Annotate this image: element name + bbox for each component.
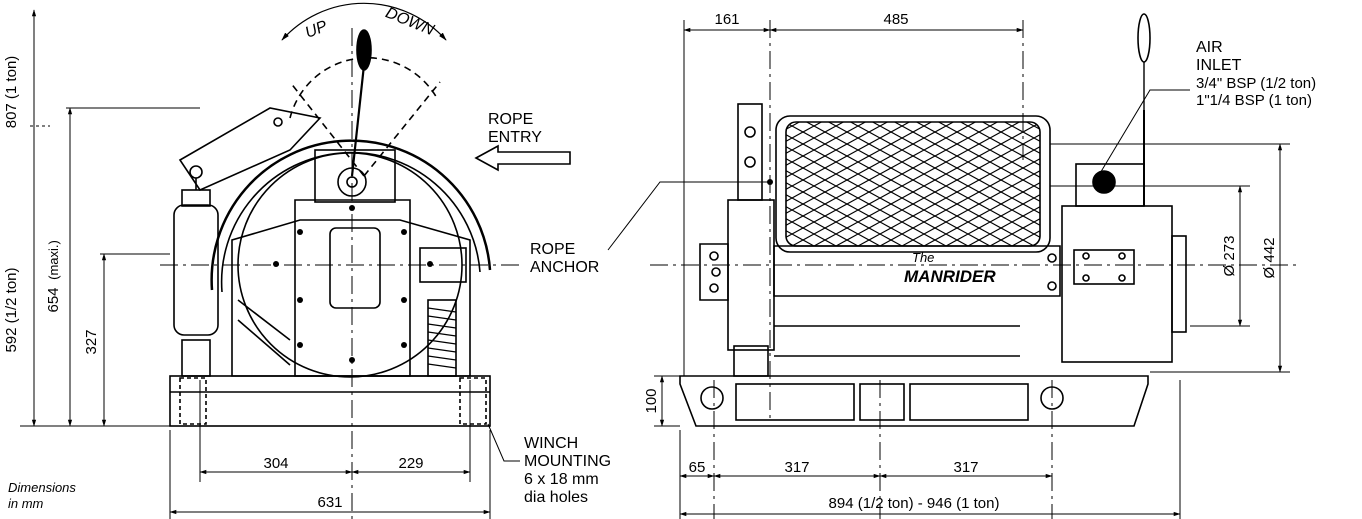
brake-spring <box>427 299 457 377</box>
left-dimension-lines <box>20 9 491 519</box>
dim-317-right: 317 <box>953 459 978 476</box>
end-plate <box>737 103 763 201</box>
dim-592: 592 (1/2 ton) <box>3 267 20 352</box>
dim-327: 327 <box>83 329 100 354</box>
brake-arm <box>178 107 322 192</box>
dim-807: 807 (1 ton) <box>3 56 20 129</box>
right-side-view <box>650 13 1300 519</box>
mounting-hole-left <box>179 377 207 425</box>
base-hole-left <box>700 386 724 410</box>
brake-cylinder <box>173 204 219 336</box>
units-note-line1: Dimensions <box>8 480 76 495</box>
left-dimension-labels: 807 (1 ton) 592 (1/2 ton) 654 (maxi.) 32… <box>3 4 437 511</box>
label-down: DOWN <box>383 4 437 39</box>
rope-entry-arrow <box>474 144 571 172</box>
drum-hoop <box>210 139 492 291</box>
rope-drum-mesh <box>785 121 1041 247</box>
winch-mounting-line4: dia holes <box>524 489 588 506</box>
air-inlet-port <box>1092 170 1116 194</box>
right-base-frame <box>679 375 1149 427</box>
lever-travel-arc <box>289 57 439 119</box>
right-lever-handle <box>1137 13 1151 63</box>
dim-654-group: 654 (maxi.) <box>45 240 62 312</box>
air-inlet-line3: 3/4" BSP (1/2 ton) <box>1196 75 1316 92</box>
callout-rope-entry: ROPE ENTRY <box>474 111 571 172</box>
dim-65: 65 <box>689 459 706 476</box>
callout-winch-mounting: WINCH MOUNTING 6 x 18 mm dia holes <box>487 423 611 506</box>
winch-mounting-line2: MOUNTING <box>524 453 611 470</box>
left-end-view <box>160 2 520 519</box>
brake-cylinder-side <box>727 199 775 351</box>
dim-304: 304 <box>263 455 288 472</box>
rope-entry-line1: ROPE <box>488 111 533 128</box>
dim-631: 631 <box>317 494 342 511</box>
lever-handle <box>356 29 372 71</box>
control-lever <box>350 64 366 177</box>
callout-rope-anchor: ROPE ANCHOR <box>530 179 773 276</box>
air-inlet-line2: INLET <box>1196 57 1242 74</box>
dim-654: 654 <box>45 287 62 312</box>
rope-anchor-leader <box>607 181 770 251</box>
air-inlet-line4: 1"1/4 BSP (1 ton) <box>1196 92 1312 109</box>
dim-654-suffix: (maxi.) <box>46 240 61 280</box>
brand-manrider: MANRIDER <box>904 267 996 286</box>
right-dimension-labels: 161 485 Ø 273 Ø 442 100 65 317 317 894 (… <box>643 11 1316 512</box>
dim-d273: Ø 273 <box>1221 236 1238 277</box>
air-inlet-line1: AIR <box>1196 39 1223 56</box>
motor-block <box>294 199 411 377</box>
dim-485: 485 <box>883 11 908 28</box>
dim-161: 161 <box>714 11 739 28</box>
dim-317-left: 317 <box>784 459 809 476</box>
motor-window <box>329 227 381 309</box>
winch-mounting-line1: WINCH <box>524 435 578 452</box>
dim-229: 229 <box>398 455 423 472</box>
air-inlet-leader <box>1095 89 1190 181</box>
right-dimension-lines <box>654 20 1290 519</box>
brand-the: The <box>912 250 934 265</box>
rope-entry-line2: ENTRY <box>488 129 542 146</box>
drum-guard <box>775 115 1051 253</box>
dim-d442: Ø 442 <box>1261 238 1278 279</box>
left-base-frame <box>169 375 491 427</box>
winch-mounting-line3: 6 x 18 mm <box>524 471 599 488</box>
dim-100: 100 <box>643 388 660 413</box>
mounting-hole-right <box>459 377 487 425</box>
rope-anchor-line2: ANCHOR <box>530 259 599 276</box>
dim-total-length: 894 (1/2 ton) - 946 (1 ton) <box>829 495 1000 512</box>
units-note-line2: in mm <box>8 496 44 511</box>
gearbox-housing <box>231 219 471 377</box>
winch-mounting-leader <box>487 423 520 462</box>
label-up: UP <box>303 18 330 42</box>
rope-anchor-line1: ROPE <box>530 241 575 258</box>
